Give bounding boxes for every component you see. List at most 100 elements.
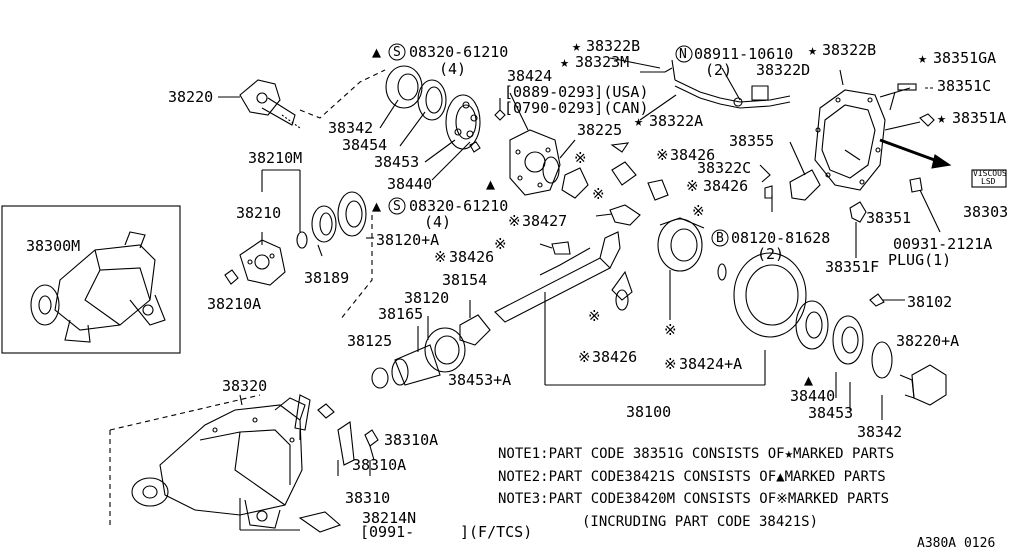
figure-code: A380A 0126 xyxy=(917,536,996,551)
star-symbol: ★ xyxy=(918,49,928,67)
label-38426-b: 38426 xyxy=(703,177,749,195)
flange-38220-icon xyxy=(239,79,301,129)
viscous-lsd-box xyxy=(971,169,1007,188)
label-38322A: 38322A xyxy=(649,112,704,130)
label-38310: 38310 xyxy=(345,489,391,507)
label-38351GA: 38351GA xyxy=(933,49,997,67)
label-38427: 38427 xyxy=(522,212,568,230)
label-38322B: 38322B xyxy=(586,37,641,55)
bearing-38342-icon xyxy=(385,65,423,109)
triangle-symbol: ▲ xyxy=(372,43,382,61)
label-38210A: 38210A xyxy=(207,295,262,313)
label-38322C: 38322C xyxy=(697,159,752,177)
label-08911-10610: 08911-10610 xyxy=(694,45,794,63)
label-38322D: 38322D xyxy=(756,61,811,79)
inset-box xyxy=(1,205,181,354)
seal-38454-icon xyxy=(417,79,447,121)
side-bearing-38453-icon xyxy=(832,315,864,365)
label-38322B-2: 38322B xyxy=(822,41,877,59)
label-38154: 38154 xyxy=(442,271,488,289)
ref-symbol: ※ xyxy=(434,248,447,266)
label-38102: 38102 xyxy=(907,293,953,311)
ref-symbol: ※ xyxy=(578,348,591,366)
viscous-label: VISCOUS xyxy=(973,169,1007,178)
note-3: NOTE3:PART CODE38420M CONSISTS OF※MARKED… xyxy=(498,491,890,507)
ref-symbol: ※ xyxy=(664,321,677,339)
circle-n-icon xyxy=(675,45,693,63)
note-1: NOTE1:PART CODE 38351G CONSISTS OF★MARKE… xyxy=(498,446,895,462)
pinion-bearing-38453A-icon xyxy=(424,327,466,373)
triangle-symbol: ▲ xyxy=(486,175,496,193)
ref-symbol: ※ xyxy=(686,177,699,195)
oring-icon xyxy=(296,231,308,249)
ref-symbol: ※ xyxy=(592,185,605,203)
ref-symbol: ※ xyxy=(656,146,669,164)
label-38351A: 38351A xyxy=(952,109,1007,127)
label-38214N: 38214N xyxy=(362,509,417,527)
label-usa-range: [0889-0293](USA) xyxy=(504,83,649,101)
label-38342-b: 38342 xyxy=(857,423,903,441)
ref-symbol: ※ xyxy=(664,355,677,373)
circle-s-icon-b xyxy=(388,197,406,215)
label-38120: 38120 xyxy=(404,289,450,307)
lsd-label: LSD xyxy=(981,177,996,186)
ref-symbol: ※ xyxy=(574,149,587,167)
bearing-38453-icon xyxy=(445,94,481,150)
label-08120-81628: 08120-81628 xyxy=(731,229,831,247)
circle-s-letter-b: S xyxy=(393,199,401,214)
note-2: NOTE2:PART CODE38421S CONSISTS OF▲MARKED… xyxy=(498,469,886,485)
label-38351F: 38351F xyxy=(825,258,880,276)
label-00931-2121A: 00931-2121A xyxy=(893,235,993,253)
circle-s-icon-a xyxy=(388,43,406,61)
side-bearing-38440-icon xyxy=(795,300,829,350)
label-38310A: 38310A xyxy=(384,431,439,449)
label-08320-61210-b: 08320-61210 xyxy=(409,197,509,215)
pinion-gear-38424-icon xyxy=(657,217,705,272)
circle-b-icon xyxy=(711,229,729,247)
note-4: (INCRUDING PART CODE 38421S) xyxy=(582,514,819,530)
label-38351: 38351 xyxy=(866,209,912,227)
label-plug: PLUG(1) xyxy=(888,251,952,269)
triangle-symbol: ▲ xyxy=(804,371,814,389)
label-38310A-b: 38310A xyxy=(352,456,407,474)
label-38453A: 38453+A xyxy=(448,371,512,389)
label-08911-qty: (2) xyxy=(705,61,733,79)
label-38424A: 38424+A xyxy=(679,355,743,373)
label-08320-qty-b: (4) xyxy=(424,213,452,231)
label-38426: 38426 xyxy=(670,146,716,164)
label-0991-range: [0991- xyxy=(360,523,415,541)
label-38323M: 38323M xyxy=(575,53,630,71)
label-08120-qty: (2) xyxy=(757,245,785,263)
label-38426-d: 38426 xyxy=(592,348,638,366)
label-38120A: 38120+A xyxy=(376,231,440,249)
label-38300M: 38300M xyxy=(26,237,81,255)
differential-case-38424-icon xyxy=(509,129,561,196)
circle-s-letter: S xyxy=(393,45,401,60)
star-symbol: ★ xyxy=(808,41,818,59)
label-38454: 38454 xyxy=(342,136,388,154)
label-08320-61210: 08320-61210 xyxy=(409,43,509,61)
label-38453: 38453 xyxy=(374,153,420,171)
label-38100: 38100 xyxy=(626,403,672,421)
circle-n-letter: N xyxy=(679,47,687,62)
label-38220A: 38220+A xyxy=(896,332,960,350)
circle-b-letter: B xyxy=(716,231,724,246)
label-38424: 38424 xyxy=(507,67,553,85)
triangle-symbol: ▲ xyxy=(372,197,382,215)
label-08320-qty: (4) xyxy=(439,60,467,78)
label-38189: 38189 xyxy=(304,269,350,287)
pinion-bearing-38120-icon xyxy=(337,191,367,237)
breather-hose-icon xyxy=(640,59,791,109)
ref-symbol: ※ xyxy=(588,307,601,325)
label-38351C: 38351C xyxy=(937,77,992,95)
oil-seal-38189-icon xyxy=(311,205,337,243)
label-38220: 38220 xyxy=(168,88,214,106)
ring-gear-38424A-icon xyxy=(733,252,807,338)
label-38440: 38440 xyxy=(387,175,433,193)
label-38355: 38355 xyxy=(729,132,775,150)
star-symbol: ★ xyxy=(560,53,570,71)
flange-38220A-icon xyxy=(899,364,947,406)
carrier-housing-38320-icon xyxy=(131,397,306,529)
